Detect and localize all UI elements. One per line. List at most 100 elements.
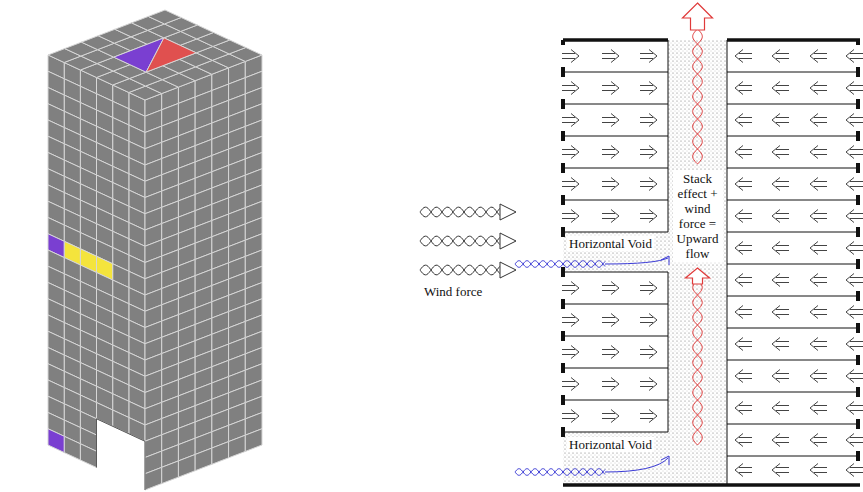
wall-line [727, 232, 858, 233]
flow-arrow [810, 402, 827, 415]
flow-arrow [772, 242, 789, 255]
flow-arrow [735, 210, 752, 223]
cube-cell [212, 442, 229, 465]
flow-arrow [562, 210, 579, 223]
flow-arrow [772, 114, 789, 127]
flow-arrow [602, 210, 619, 223]
cube-cell [178, 454, 195, 477]
void-label: Horizontal Void [567, 236, 654, 251]
flow-arrow [810, 274, 827, 287]
upflow-twist [693, 30, 703, 164]
annotation-label: Wind force [424, 284, 482, 299]
inflow-twist [515, 261, 605, 268]
flow-arrow [735, 402, 752, 415]
void-fill [563, 232, 668, 272]
building-model [48, 10, 262, 490]
wall-line [727, 392, 858, 393]
wall-line [563, 136, 668, 137]
wall-line [856, 451, 860, 461]
wall-line [563, 432, 668, 433]
flow-arrow [602, 146, 619, 159]
flow-arrow [735, 50, 752, 63]
inflow-head [661, 256, 669, 265]
flow-arrow [735, 338, 752, 351]
inflow-head [661, 456, 669, 465]
wall-line [727, 456, 858, 457]
wall-line [727, 40, 728, 485]
flow-arrow [562, 146, 579, 159]
wall-line [561, 331, 565, 341]
flow-arrow [602, 82, 619, 95]
wind-twist [420, 236, 500, 246]
wall-line [561, 163, 565, 173]
flow-arrow [602, 314, 619, 327]
flow-arrow [810, 464, 827, 477]
flow-arrow [846, 338, 863, 351]
flow-arrow [846, 50, 863, 63]
wind-twist [420, 207, 500, 217]
wall-line [563, 232, 668, 233]
flow-arrow [772, 402, 789, 415]
wind-arrows [420, 204, 516, 278]
wall-line [561, 40, 565, 45]
flow-arrow [810, 338, 827, 351]
flow-arrow [846, 242, 863, 255]
wall-line [856, 387, 860, 397]
flow-arrow [772, 434, 789, 447]
wall-line [563, 368, 668, 369]
flow-arrow [735, 82, 752, 95]
flow-arrow [640, 178, 657, 191]
wall-line [856, 195, 860, 205]
flow-arrow [562, 378, 579, 391]
flow-arrow [562, 410, 579, 423]
wall-line [561, 427, 565, 437]
flow-arrow [562, 314, 579, 327]
flow-arrow [810, 434, 827, 447]
wall-line [727, 328, 858, 329]
upflow-twist [693, 282, 702, 445]
shaft-label: Stack effect + wind force = Upward flow [673, 170, 723, 262]
wall-line [856, 40, 860, 45]
flow-arrow [735, 114, 752, 127]
cube-cell [80, 444, 96, 468]
flow-arrow [562, 178, 579, 191]
wall-line [727, 72, 858, 73]
upflow-twist [693, 282, 702, 445]
flow-arrow [640, 114, 657, 127]
cube-cell [245, 429, 262, 452]
flow-arrow [846, 274, 863, 287]
flow-arrow [602, 282, 619, 295]
flow-arrow [810, 306, 827, 319]
flow-arrow [562, 346, 579, 359]
flow-arrow [846, 82, 863, 95]
wall-line [727, 200, 858, 201]
void-fill [563, 432, 668, 485]
flow-arrow [810, 242, 827, 255]
wall-line [727, 296, 858, 297]
flow-arrow [602, 410, 619, 423]
flow-arrow [810, 146, 827, 159]
cube-cell [64, 436, 80, 460]
wall-line [727, 360, 858, 361]
flow-arrow [602, 178, 619, 191]
wall-line [727, 424, 858, 425]
flow-arrow [772, 50, 789, 63]
flow-arrow [640, 210, 657, 223]
shaft-fill [668, 40, 727, 485]
wind-arrowhead [500, 233, 516, 249]
flow-arrow [735, 464, 752, 477]
flow-arrow [846, 370, 863, 383]
flow-arrow [810, 50, 827, 63]
flow-arrow [772, 274, 789, 287]
wall-line [563, 483, 860, 487]
wall-line [563, 38, 668, 42]
flow-arrow [810, 114, 827, 127]
horizontal-void: Horizontal Void [565, 233, 668, 271]
wall-line [563, 168, 668, 169]
wall-line [856, 99, 860, 109]
flow-arrow [562, 114, 579, 127]
wall-line [668, 272, 669, 432]
wall-line [561, 195, 565, 205]
